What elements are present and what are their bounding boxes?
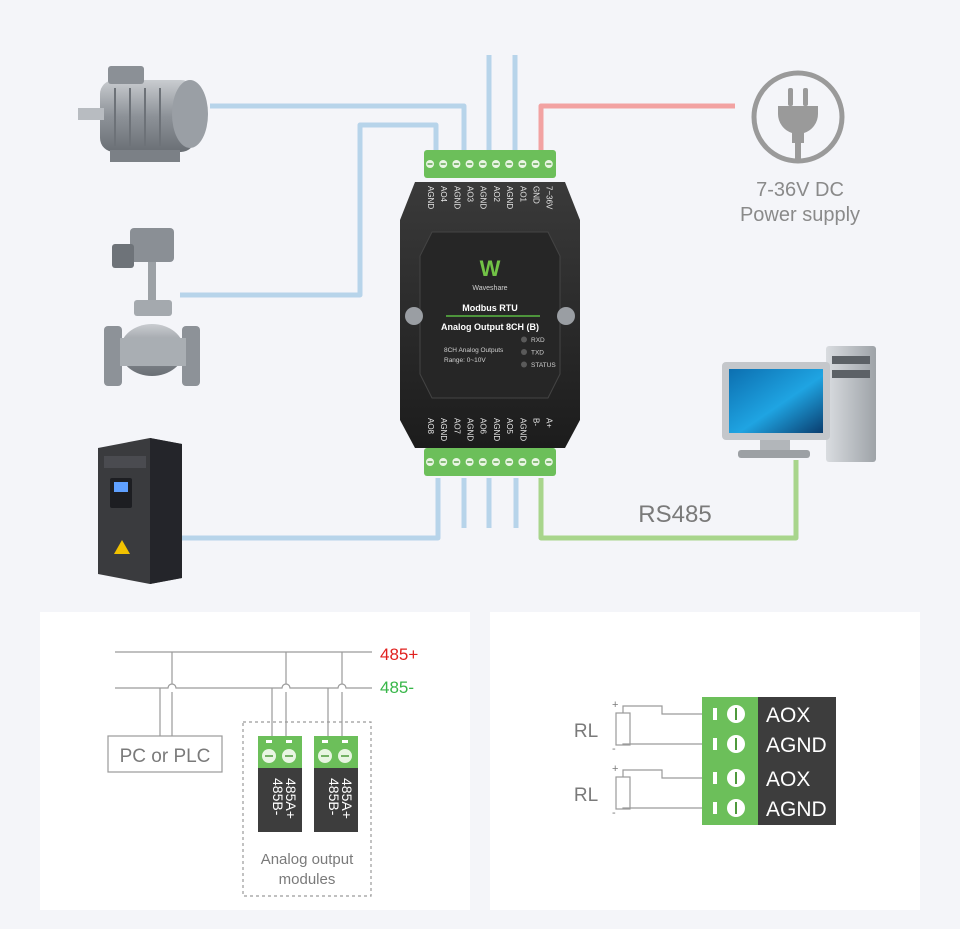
plus-mark: + — [612, 763, 618, 775]
spec-line-2: Range: 0~10V — [444, 357, 486, 364]
rs485-label: RS485 — [638, 501, 711, 528]
terminal-label: AGND — [505, 186, 514, 209]
logo-mark: W — [480, 256, 501, 281]
top-terminal-block — [424, 150, 556, 178]
minus-mark: - — [612, 807, 616, 819]
led-label: RXD — [531, 337, 545, 344]
load-pin-label: AOX — [766, 768, 810, 791]
modules-caption-line-1: Analog output — [261, 851, 354, 868]
rs485-wire — [538, 460, 799, 541]
terminal-label: AGND — [426, 186, 435, 209]
terminal-label: AO7 — [452, 418, 461, 435]
led-rxd-icon — [521, 336, 527, 343]
protocol-label: Modbus RTU — [462, 303, 518, 313]
power-wire — [538, 103, 735, 150]
plus-mark: + — [612, 699, 618, 711]
computer-icon — [722, 346, 876, 462]
load-label-block — [758, 697, 836, 825]
terminal-label: 7~36V — [545, 186, 554, 210]
spec-line-1: 8CH Analog Outputs — [444, 347, 504, 354]
analog-output-module-2: 485A+485B- — [314, 736, 358, 832]
power-plug-icon — [751, 70, 845, 164]
load-resistor-2 — [615, 769, 702, 810]
terminal-label: AO1 — [518, 186, 527, 203]
led-label: STATUS — [531, 362, 556, 369]
terminal-label: AGND — [439, 418, 448, 441]
led-status-icon — [521, 361, 527, 368]
terminal-label: AGND — [518, 418, 527, 441]
inverter-icon — [98, 438, 182, 584]
load-pin-label: AGND — [766, 734, 827, 757]
module-pin-label: 485A+ — [339, 778, 355, 819]
terminal-label: AGND — [492, 418, 501, 441]
analog-output-module-1: 485A+485B- — [258, 736, 302, 832]
signal-wires — [180, 55, 519, 541]
modules-caption-line-2: modules — [279, 871, 336, 888]
terminal-label: A+ — [545, 418, 554, 428]
bus-wiring-panel — [40, 612, 470, 910]
brand-label: Waveshare — [472, 285, 507, 292]
module-pin-label: 485B- — [326, 778, 342, 816]
module-pin-label: 485A+ — [283, 778, 299, 819]
valve-icon — [104, 228, 200, 386]
terminal-label: AO5 — [505, 418, 514, 435]
led-txd-icon — [521, 349, 527, 355]
terminal-label: B- — [531, 418, 540, 426]
led-label: TXD — [531, 350, 544, 357]
terminal-label: AGND — [465, 418, 474, 441]
terminal-label: AO2 — [492, 186, 501, 203]
load-pin-label: AOX — [766, 704, 810, 727]
terminal-label: AO4 — [439, 186, 448, 203]
minus-mark: - — [612, 743, 616, 755]
terminal-label: AGND — [452, 186, 461, 209]
rs485-minus-label: 485- — [380, 678, 414, 697]
load-label: RL — [574, 721, 598, 742]
pc-or-plc-box: PC or PLC — [120, 746, 211, 767]
bus-panel-diagram — [107, 651, 372, 897]
load-pin-label: AGND — [766, 798, 827, 821]
power-supply-voltage: 7-36V DC — [756, 179, 844, 201]
rs485-plus-label: 485+ — [380, 645, 418, 664]
model-label: Analog Output 8CH (B) — [441, 322, 539, 332]
analog-output-module: W Waveshare Modbus RTU Analog Output 8CH… — [400, 150, 580, 476]
terminal-label: AO8 — [426, 418, 435, 435]
bottom-terminal-block — [424, 448, 556, 476]
terminal-label: GND — [531, 186, 540, 204]
terminal-label: AO3 — [465, 186, 474, 203]
load-label: RL — [574, 785, 598, 806]
motor-icon — [78, 66, 208, 162]
load-resistor-1 — [615, 705, 702, 746]
terminal-label: AO6 — [479, 418, 488, 435]
module-pin-label: 485B- — [270, 778, 286, 816]
terminal-label: AGND — [479, 186, 488, 209]
power-supply-label: Power supply — [740, 204, 860, 226]
